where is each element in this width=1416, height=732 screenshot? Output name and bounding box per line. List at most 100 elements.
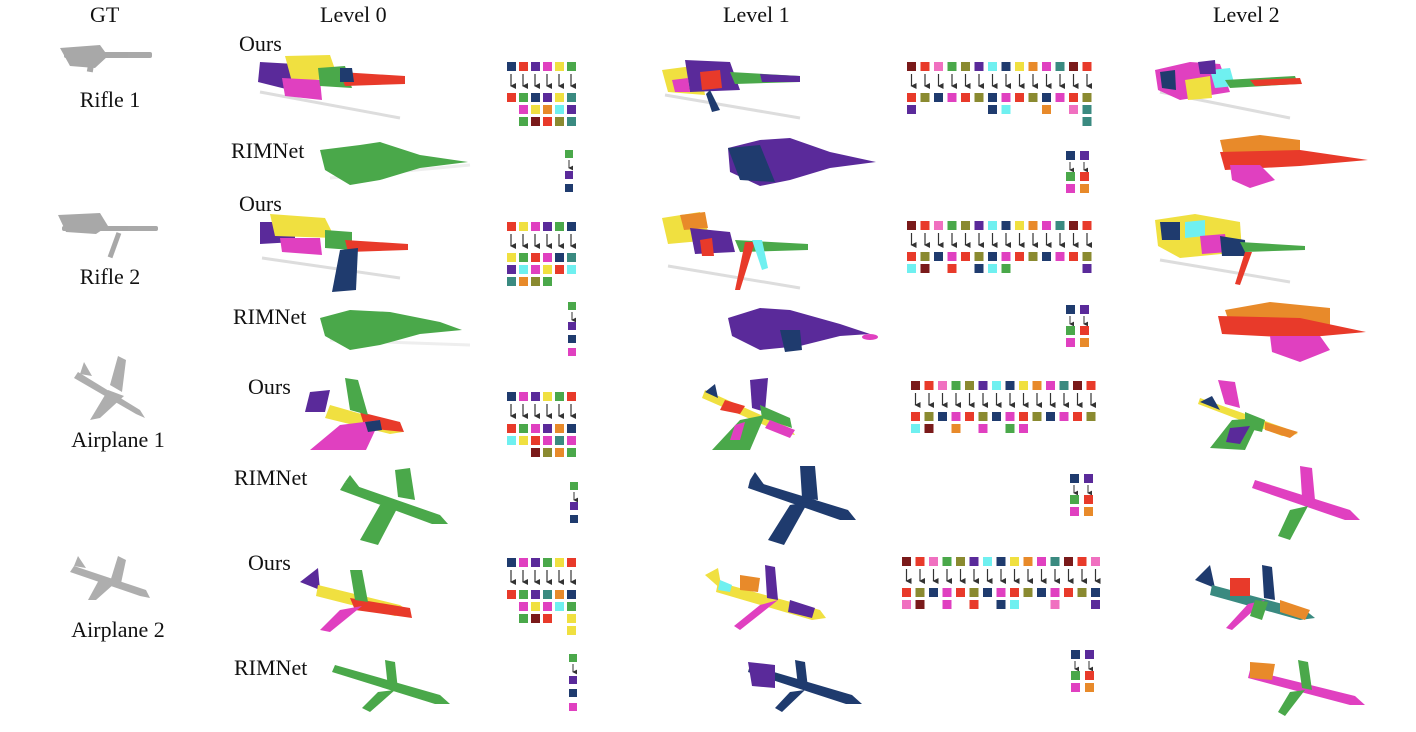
hierarchy-block-rimnet-rifle-2-l1 — [1066, 305, 1089, 347]
tree-child-node — [1082, 117, 1092, 126]
tree-child-node — [934, 93, 943, 102]
hierarchy-tree-airplane-2-l0 — [507, 558, 576, 635]
method-label-baseline: RIMNet — [234, 465, 308, 490]
tree-parent-node — [1055, 221, 1065, 230]
hierarchy-block-rimnet-airplane-2-l1 — [1071, 650, 1094, 692]
tree-parent-node — [1064, 557, 1073, 566]
tree-child-node — [1023, 588, 1033, 597]
method-label-ours: Ours — [248, 374, 291, 399]
tree-parent-node — [934, 62, 943, 71]
tree-child-node — [1059, 412, 1069, 421]
tree-child-node — [1042, 105, 1051, 114]
tree-child-node — [924, 424, 934, 433]
hierarchy-block-rimnet-airplane-1-l1 — [1070, 474, 1093, 516]
tree-parent-node — [988, 62, 997, 71]
header-level-0: Level 0 — [320, 2, 387, 27]
tree-child-node — [1001, 93, 1011, 102]
tree-child-node — [902, 588, 911, 597]
tree-parent-node — [920, 221, 930, 230]
tree-child-node — [947, 252, 957, 261]
tree-parent-node — [1042, 221, 1051, 230]
tree-parent-node — [1082, 221, 1092, 230]
tree-child-node — [911, 412, 920, 421]
tree-parent-node — [929, 557, 938, 566]
rimnet-airplane-1-level-2-render — [1252, 466, 1360, 540]
hierarchy-tree-rifle-2-l1 — [907, 221, 1092, 273]
tree-parent-node — [974, 62, 984, 71]
tree-child-node — [1001, 105, 1011, 114]
tree-parent-node — [1077, 557, 1087, 566]
ours-airplane-1-level-2-render — [1198, 380, 1298, 450]
tree-child-node — [1077, 588, 1087, 597]
tree-child-node — [1082, 93, 1092, 102]
ours-rifle-1-level-1-render — [662, 60, 801, 120]
tree-child-node — [1091, 588, 1100, 597]
tree-parent-node — [1023, 557, 1033, 566]
tree-child-node — [915, 588, 925, 597]
tree-child-node — [1032, 412, 1042, 421]
tree-parent-node — [1055, 62, 1065, 71]
header-gt: GT — [90, 2, 120, 27]
tree-parent-node — [956, 557, 965, 566]
tree-child-node — [1050, 600, 1060, 609]
tree-child-node — [1010, 588, 1019, 597]
gt-label-airplane-1: Airplane 1 — [71, 427, 165, 452]
tree-child-node — [947, 264, 957, 273]
tree-parent-node — [983, 557, 992, 566]
gt-rifle-1-shape — [60, 45, 152, 73]
tree-parent-node — [1046, 381, 1055, 390]
tree-child-node — [938, 412, 947, 421]
tree-parent-node — [1073, 381, 1082, 390]
tree-child-node — [1082, 264, 1092, 273]
tree-parent-node — [978, 381, 988, 390]
tree-parent-node — [1086, 381, 1096, 390]
hierarchy-chain-rimnet-airplane-2-l0 — [569, 654, 578, 711]
tree-parent-node — [907, 221, 916, 230]
hierarchy-chain-rimnet-airplane-1-l0 — [570, 482, 579, 523]
tree-parent-node — [1015, 221, 1024, 230]
rimnet-airplane-2-level-2-render — [1248, 660, 1365, 716]
hierarchy-tree-rifle-1-l0 — [507, 62, 576, 126]
tree-child-node — [969, 600, 979, 609]
hierarchy-tree-rifle-2-l0 — [507, 222, 576, 286]
tree-child-node — [961, 93, 970, 102]
tree-parent-node — [1059, 381, 1069, 390]
tree-parent-node — [969, 557, 979, 566]
tree-child-node — [1019, 412, 1028, 421]
tree-child-node — [924, 412, 934, 421]
gt-rifle-2-shape — [58, 213, 158, 259]
tree-parent-node — [942, 557, 952, 566]
tree-parent-node — [1069, 221, 1078, 230]
tree-child-node — [1086, 412, 1096, 421]
gt-label-rifle-2: Rifle 2 — [79, 264, 141, 289]
tree-child-node — [911, 424, 920, 433]
tree-parent-node — [988, 221, 997, 230]
tree-parent-node — [961, 62, 970, 71]
method-label-ours: Ours — [239, 31, 282, 56]
header-level-1: Level 1 — [723, 2, 790, 27]
ours-rifle-2-level-0-render — [260, 214, 408, 292]
ours-rifle-2-level-2-render — [1155, 214, 1305, 285]
tree-parent-node — [1001, 221, 1011, 230]
tree-child-node — [1015, 93, 1024, 102]
tree-child-node — [978, 424, 988, 433]
tree-parent-node — [1050, 557, 1060, 566]
tree-parent-node — [996, 557, 1006, 566]
tree-parent-node — [947, 221, 957, 230]
tree-child-node — [907, 105, 916, 114]
tree-child-node — [988, 105, 997, 114]
hierarchy-chain-rimnet-rifle-1-l0 — [565, 150, 574, 192]
tree-child-node — [974, 252, 984, 261]
tree-child-node — [1082, 252, 1092, 261]
ours-airplane-2-level-2-render — [1195, 565, 1315, 630]
gt-label-airplane-2: Airplane 2 — [71, 617, 165, 642]
tree-parent-node — [1028, 221, 1038, 230]
tree-parent-node — [920, 62, 930, 71]
tree-child-node — [1010, 600, 1019, 609]
tree-child-node — [961, 252, 970, 261]
tree-child-node — [1001, 252, 1011, 261]
ours-rifle-1-level-2-render — [1155, 60, 1302, 120]
tree-child-node — [969, 588, 979, 597]
tree-child-node — [920, 93, 930, 102]
rimnet-rifle-2-level-2-render — [1218, 302, 1366, 362]
